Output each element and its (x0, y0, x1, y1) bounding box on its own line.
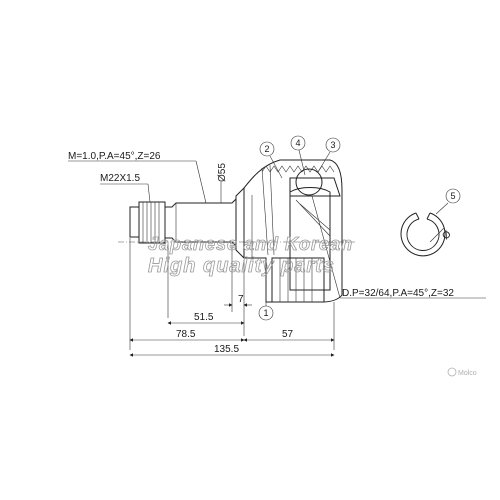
svg-text:Molco: Molco (458, 370, 477, 377)
svg-text:M=1.0,P.A=45°,Z=26: M=1.0,P.A=45°,Z=26 (68, 151, 161, 162)
ball-bearing (295, 168, 323, 196)
dim-57: 57 (243, 329, 335, 342)
svg-text:7: 7 (238, 294, 244, 305)
spec-spline-outer: M=1.0,P.A=45°,Z=26 (68, 151, 207, 204)
stub-shaft (129, 186, 245, 260)
svg-text:D.P=32/64,P.A=45°,Z=32: D.P=32/64,P.A=45°,Z=32 (342, 288, 454, 299)
callout-1: 1 (258, 258, 274, 321)
svg-text:M22X1.5: M22X1.5 (100, 173, 140, 184)
callout-4: 4 (290, 135, 306, 176)
svg-text:2: 2 (264, 144, 269, 154)
svg-text:57: 57 (282, 329, 294, 340)
spec-diameter-clip: Ø (429, 227, 454, 243)
logo: Molco (447, 367, 477, 377)
dim-7: 7 (224, 294, 252, 307)
logo-icon (447, 367, 457, 377)
callout-2: 2 (259, 141, 283, 179)
callout-5: 5 (435, 188, 461, 215)
dim-135-5: 135.5 (129, 344, 335, 357)
watermark-line-1: Japanese and Korean (148, 234, 353, 254)
bearing-cage (289, 168, 341, 237)
spec-spline-inner: D.P=32/64,P.A=45°,Z=32 (311, 195, 486, 299)
watermark-line-2: High quality parts (148, 255, 335, 277)
svg-text:3: 3 (330, 140, 335, 150)
outer-bell-housing (243, 159, 343, 303)
circlip (400, 212, 446, 257)
spec-diameter-shaft: Ø55 (217, 163, 228, 203)
dim-51-5: 51.5 (167, 312, 245, 325)
dim-78-5: 78.5 (129, 329, 245, 342)
callout-3: 3 (317, 137, 341, 173)
svg-text:5: 5 (450, 191, 455, 201)
svg-text:4: 4 (295, 138, 300, 148)
svg-text:78.5: 78.5 (176, 329, 196, 340)
svg-text:1: 1 (263, 308, 268, 318)
svg-text:Ø: Ø (440, 229, 453, 242)
svg-text:135.5: 135.5 (214, 344, 239, 355)
svg-text:Ø55: Ø55 (217, 163, 228, 182)
svg-text:51.5: 51.5 (194, 312, 214, 323)
spec-thread: M22X1.5 (100, 173, 151, 203)
